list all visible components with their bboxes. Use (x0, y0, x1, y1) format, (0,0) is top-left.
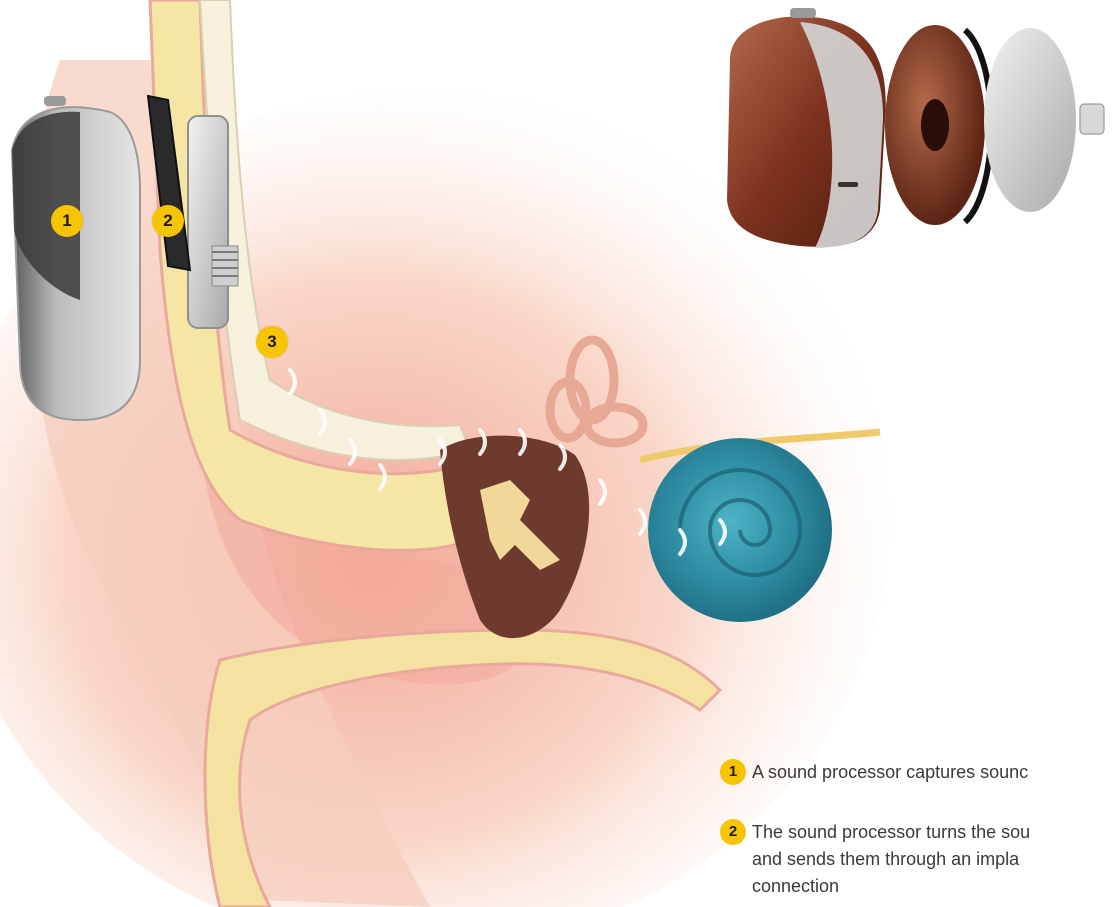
legend-item-2: 2 The sound processor turns the sou and s… (720, 818, 1112, 900)
product-implant (984, 28, 1104, 212)
cochlea (648, 438, 832, 622)
legend-number-1: 1 (720, 759, 746, 785)
sound-processor (12, 96, 140, 420)
product-magnet-disc (885, 25, 991, 225)
legend-text-1: A sound processor captures sounc (752, 762, 1028, 782)
marker-2: 2 (152, 205, 184, 237)
marker-1: 1 (51, 205, 83, 237)
legend-text-2: The sound processor turns the sou (752, 822, 1030, 842)
legend-number-2: 2 (720, 819, 746, 845)
product-sound-processor (727, 8, 886, 248)
marker-3: 3 (256, 326, 288, 358)
legend-item-1: 1 A sound processor captures sounc (720, 758, 1112, 786)
legend-text-2-continuation-2: connection (720, 873, 1112, 900)
legend-text-2-continuation: and sends them through an impla (720, 846, 1112, 873)
